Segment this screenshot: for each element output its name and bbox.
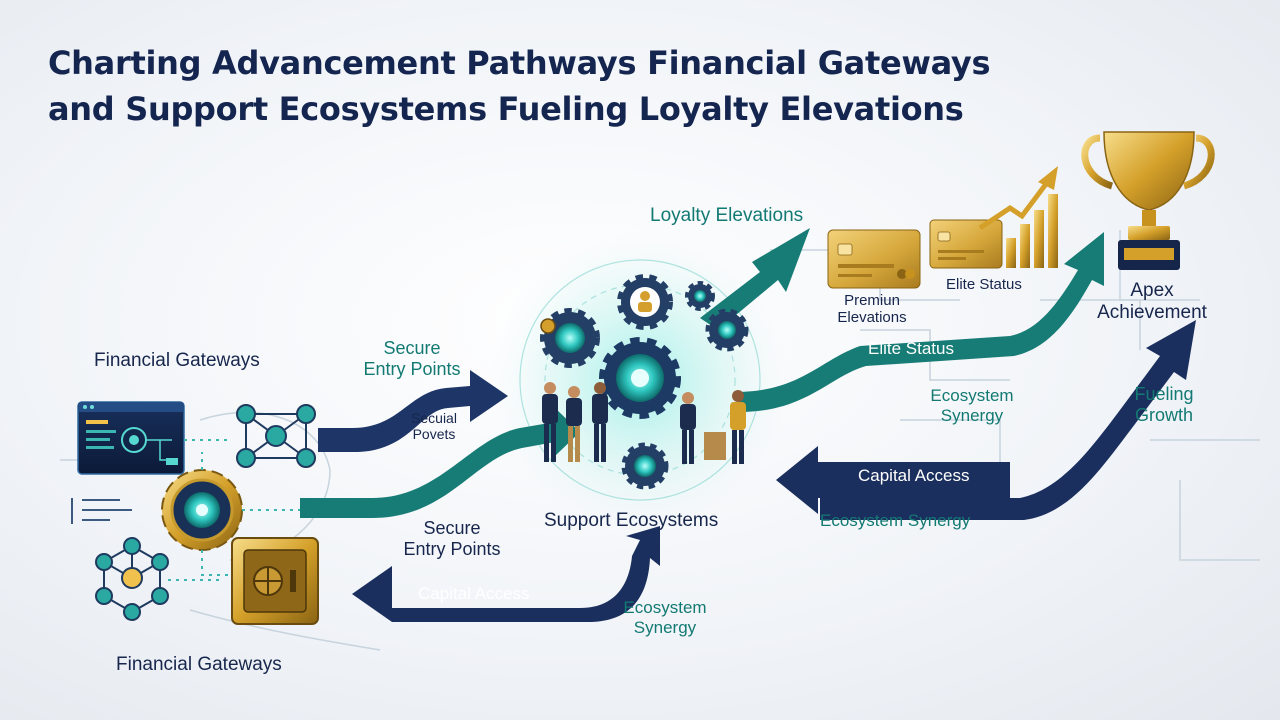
label-capital-access-right: Capital Access bbox=[858, 466, 970, 485]
label-secure-entry-points-top: Secure Entry Points bbox=[363, 338, 461, 379]
label-elite-status-card: Elite Status bbox=[946, 276, 1022, 293]
node-network-icon bbox=[236, 404, 316, 468]
arrow-navy-capital-access-right bbox=[776, 446, 1010, 514]
node-network-icon-bottom bbox=[95, 537, 169, 621]
arrow-navy-capital-access-left bbox=[352, 526, 660, 622]
bar-chart-icon bbox=[978, 166, 1058, 268]
label-secure-entry-points-bottom: Secure Entry Points bbox=[403, 518, 501, 559]
label-apex-achievement: Apex Achievement bbox=[1097, 280, 1207, 323]
arrow-teal-elite-status bbox=[735, 232, 1104, 412]
credit-card-icon-elite bbox=[929, 219, 1003, 269]
label-capital-access-left: Capital Access bbox=[418, 584, 530, 603]
gear-icon-hub-tiny bbox=[540, 318, 556, 334]
arrow-navy-secure-entry bbox=[318, 370, 508, 452]
credit-card-icon-premium bbox=[827, 229, 921, 289]
label-financial-gateways-bottom: Financial Gateways bbox=[116, 654, 282, 675]
gear-icon-gold bbox=[161, 469, 243, 551]
vault-icon bbox=[231, 537, 319, 625]
label-ecosystem-synergy-bottom: Ecosystem Synergy bbox=[623, 598, 707, 637]
label-ecosystem-synergy-mid: Ecosystem Synergy bbox=[930, 386, 1014, 425]
label-secuial-povets: Secuial Povets bbox=[411, 410, 457, 443]
label-ecosystem-synergy-right: Ecosystem Synergy bbox=[820, 511, 971, 530]
page-title-line-1: Charting Advancement Pathways Financial … bbox=[48, 44, 991, 82]
label-fueling-growth: Fueling Growth bbox=[1134, 384, 1194, 425]
arrow-navy-fueling-growth bbox=[820, 320, 1196, 520]
gear-icon-hub-bottom bbox=[621, 442, 669, 490]
arrow-teal-gateway-to-hub bbox=[300, 408, 580, 518]
label-premium-elevations: Premiun Elevations bbox=[837, 292, 907, 327]
label-elite-status-arrow: Elite Status bbox=[868, 339, 954, 358]
label-financial-gateways-top: Financial Gateways bbox=[94, 350, 260, 371]
list-panel-icon bbox=[71, 498, 132, 524]
browser-panel-icon bbox=[77, 401, 185, 475]
gear-icon-hub-right bbox=[705, 308, 749, 352]
arrow-teal-loyalty bbox=[700, 228, 810, 330]
people-group-icon bbox=[542, 382, 746, 464]
page-title: Charting Advancement Pathways Financial … bbox=[48, 40, 991, 132]
label-support-ecosystems: Support Ecosystems bbox=[544, 510, 719, 531]
page-title-line-2: and Support Ecosystems Fueling Loyalty E… bbox=[48, 90, 964, 128]
dotted-connectors bbox=[168, 439, 300, 581]
trophy-icon bbox=[1081, 131, 1215, 270]
gear-icon-hub-left bbox=[540, 308, 600, 368]
gear-icon-hub-small bbox=[685, 281, 715, 311]
gear-icon-hub-person bbox=[617, 274, 673, 330]
label-loyalty-elevations: Loyalty Elevations bbox=[650, 205, 804, 226]
gear-icon-hub-center bbox=[599, 337, 681, 419]
